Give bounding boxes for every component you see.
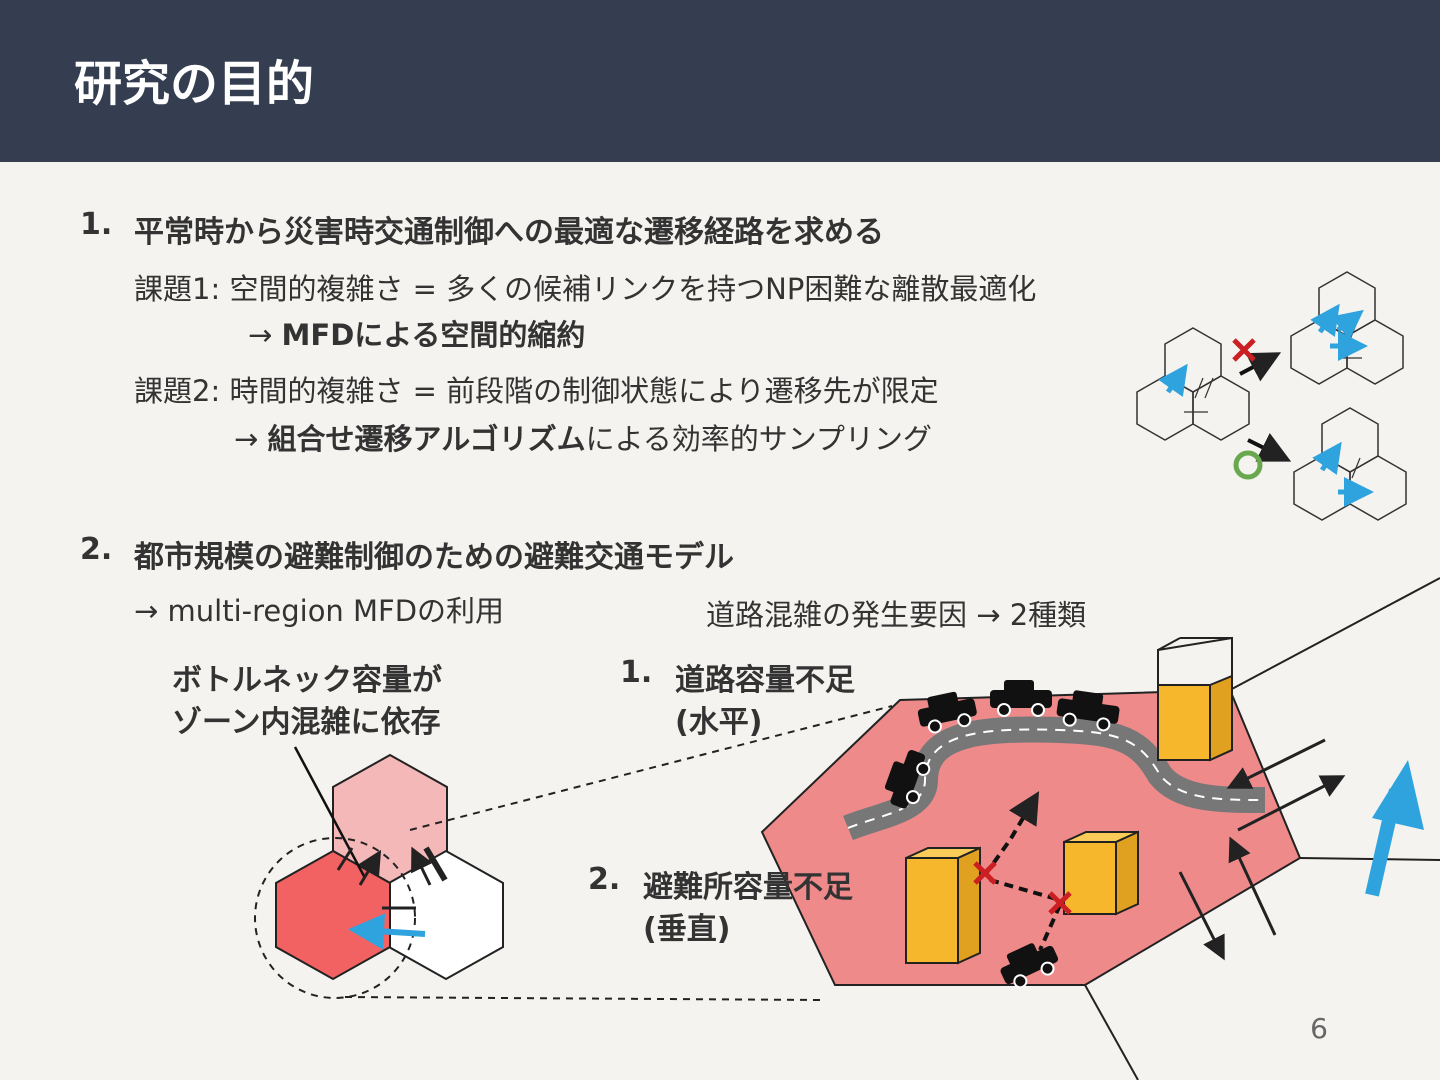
bottleneck-label-line1: ボトルネック容量が	[172, 663, 442, 698]
cause-title: 道路混雑の発生要因 → 2種類	[706, 598, 1087, 632]
item1-heading: 平常時から災害時交通制御への最適な遷移経路を求める	[134, 215, 884, 250]
issue1-solution: → MFDによる空間的縮約	[248, 312, 585, 354]
boundary-flow-arrows	[1178, 738, 1346, 961]
bottleneck-label-line2: ゾーン内混雑に依存	[172, 705, 441, 740]
zoom-lines	[344, 705, 893, 1001]
issue2-text: 課題2: 時間的複雑さ = 前段階の制御状態により遷移先が限定	[134, 374, 939, 408]
issue1-text: 課題1: 空間的複雑さ = 多くの候補リンクを持つNP困難な離散最適化	[134, 272, 1037, 306]
issue1-arrow: →	[248, 318, 282, 352]
slide-title: 研究の目的	[74, 56, 315, 112]
shelter-buildings	[905, 636, 1233, 965]
issue2-solution: → 組合せ遷移アルゴリズムによる効率的サンプリング	[234, 416, 932, 458]
route-cross-icons	[973, 861, 1072, 915]
hex-transition-diagram	[1136, 271, 1407, 521]
issue2-arrow: →	[234, 422, 268, 456]
cause1-line2: (水平)	[675, 705, 763, 740]
circle-icon	[1233, 450, 1263, 480]
region-boundaries	[1084, 577, 1440, 1080]
cross-icon	[1232, 338, 1256, 362]
item1-number: 1.	[80, 207, 113, 242]
issue1-solution-bold: MFDによる空間的縮約	[281, 318, 586, 352]
zone-flow-arrows	[336, 846, 448, 910]
item2-heading: 都市規模の避難制御のための避難交通モデル	[134, 540, 734, 575]
title-bar: 研究の目的	[0, 0, 1440, 162]
zone-dashed-circle	[254, 837, 416, 999]
item2-number: 2.	[80, 532, 113, 567]
cars	[884, 680, 1120, 989]
transition-arrows	[1239, 352, 1292, 462]
item2-sub: → multi-region MFDの利用	[134, 594, 505, 628]
page-number: 6	[1310, 1012, 1328, 1045]
cause2-number: 2.	[588, 862, 621, 897]
hex-blue-arrows	[1158, 303, 1374, 507]
cause1-number: 1.	[620, 655, 653, 690]
issue2-solution-rest: による効率的サンプリング	[585, 422, 932, 456]
evacuation-routes	[983, 791, 1062, 951]
zone-hexagons	[275, 753, 504, 981]
cause2-line2: (垂直)	[643, 912, 731, 947]
bottleneck-pointer	[293, 746, 367, 879]
outflow-blue-arrowhead	[1372, 760, 1424, 830]
cause1-line1: 道路容量不足	[675, 663, 855, 698]
cause2-line1: 避難所容量不足	[643, 870, 853, 905]
issue2-solution-bold: 組合せ遷移アルゴリズム	[267, 422, 586, 456]
zone-blue-arrow	[348, 913, 426, 950]
